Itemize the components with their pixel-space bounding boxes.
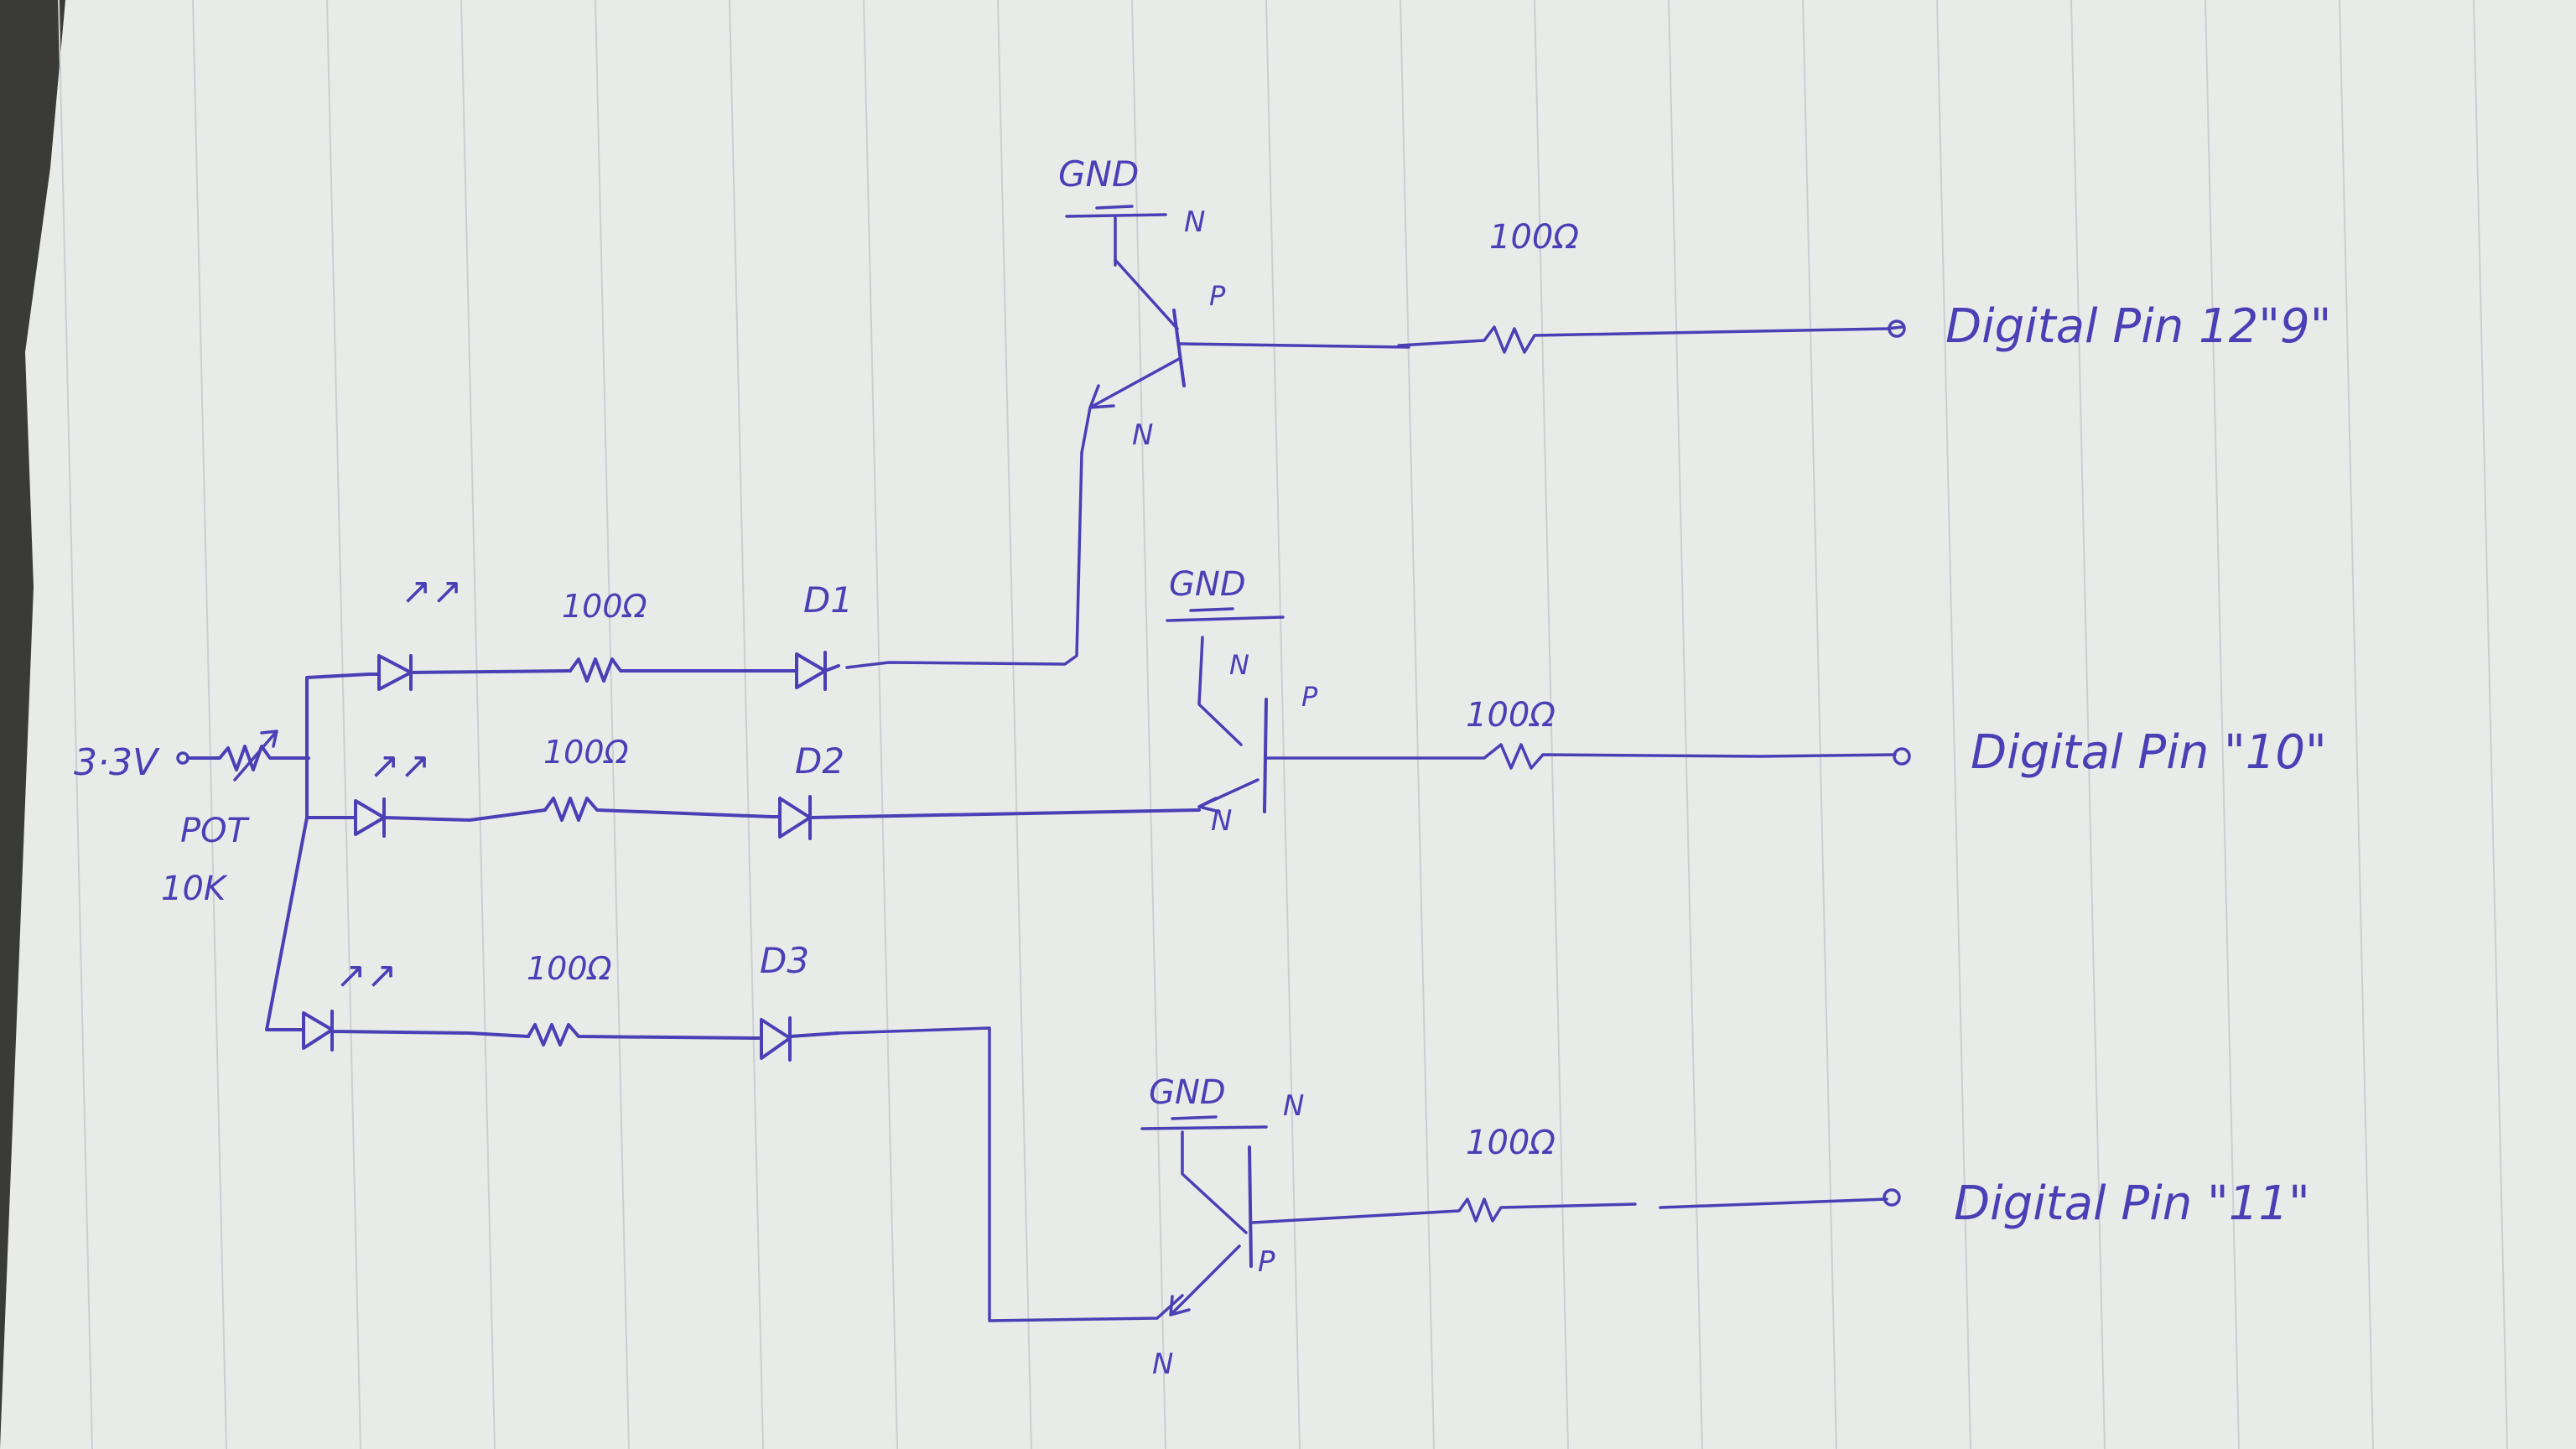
diode-d3-label: D3	[760, 940, 809, 981]
ldr-arrows-2: ↗↗	[369, 745, 431, 787]
transistor-1-gnd: GND	[1058, 153, 1139, 195]
rule-line	[2473, 0, 2508, 1449]
rule-line	[58, 0, 93, 1449]
potentiometer-symbol	[176, 730, 310, 782]
rule-line	[1936, 0, 1971, 1449]
transistor-3-top-label: N	[1283, 1089, 1304, 1123]
transistor-2-base-label: P	[1301, 681, 1318, 713]
transistor-1-bottom-label: N	[1132, 418, 1153, 452]
branch-3-resistor-label: 100Ω	[527, 950, 612, 987]
output-pin-9: Digital Pin 12"9"	[1945, 299, 2331, 354]
transistor-1	[1065, 205, 1906, 454]
ldr-arrows-1: ↗↗	[401, 570, 463, 613]
transistor-2-gnd: GND	[1169, 565, 1246, 604]
rule-line	[1265, 0, 1301, 1449]
branch-1-resistor-label: 100Ω	[562, 588, 647, 625]
branch-3	[302, 1010, 1184, 1322]
branch-1	[367, 451, 1083, 691]
rule-line	[863, 0, 898, 1449]
rule-line	[729, 0, 764, 1449]
transistor-3-base-label: P	[1258, 1245, 1275, 1279]
branch-2-resistor-label: 100Ω	[543, 734, 629, 771]
rule-line	[326, 0, 361, 1449]
transistor-3	[1140, 1115, 1901, 1317]
bus-wire	[265, 673, 371, 1031]
output-pin-10: Digital Pin "10"	[1971, 725, 2327, 780]
transistor-2-resistor-label: 100Ω	[1466, 696, 1555, 735]
transistor-2	[1166, 607, 1911, 813]
rule-line	[460, 0, 496, 1449]
transistor-3-gnd: GND	[1149, 1073, 1226, 1112]
ruled-lines	[58, 0, 2508, 1449]
transistor-2-top-label: N	[1229, 649, 1249, 681]
ldr-arrows-3: ↗↗	[335, 954, 397, 997]
rule-line	[997, 0, 1032, 1449]
rule-line	[595, 0, 630, 1449]
rule-line	[2205, 0, 2240, 1449]
transistor-1-resistor-label: 100Ω	[1489, 218, 1579, 257]
transistor-1-top-label: N	[1184, 205, 1205, 239]
branch-2	[349, 795, 1201, 840]
diode-d2-label: D2	[795, 740, 844, 782]
transistor-3-resistor-label: 100Ω	[1466, 1124, 1555, 1162]
pot-label: POT	[180, 812, 251, 850]
rule-line	[1802, 0, 1837, 1449]
rule-line	[192, 0, 227, 1449]
rule-line	[1400, 0, 1435, 1449]
output-pin-11: Digital Pin "11"	[1954, 1176, 2310, 1231]
diode-d1-label: D1	[803, 579, 853, 621]
transistor-1-base-label: P	[1209, 280, 1226, 312]
transistor-3-bottom-label: N	[1152, 1348, 1173, 1381]
transistor-2-bottom-label: N	[1211, 804, 1232, 838]
rule-line	[2070, 0, 2106, 1449]
rule-line	[1534, 0, 1569, 1449]
supply-label: 3·3V	[74, 741, 160, 784]
rule-line	[2339, 0, 2374, 1449]
rule-line	[1131, 0, 1166, 1449]
pot-value: 10K	[161, 870, 228, 908]
